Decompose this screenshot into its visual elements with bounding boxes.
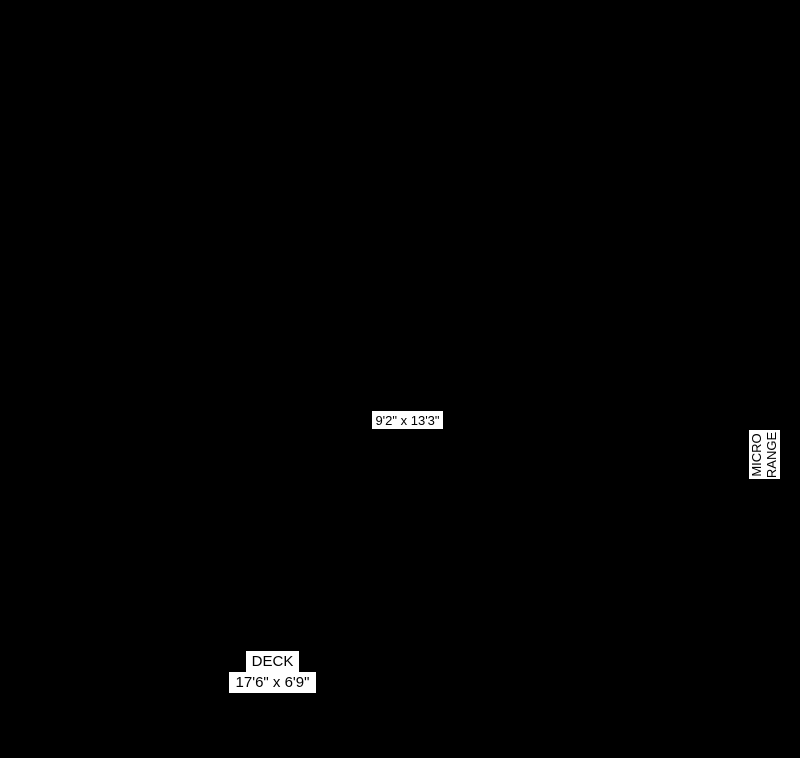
micro-label-line: MICRO bbox=[749, 432, 765, 477]
room-dimensions-text: 9'2" x 13'3" bbox=[375, 412, 440, 428]
deck-dimensions-label: 17'6" x 6'9" bbox=[229, 672, 316, 693]
micro-range-rotated-text: MICRO RANGE bbox=[750, 431, 780, 477]
deck-name-label: DECK bbox=[246, 651, 299, 672]
room-dimensions-label: 9'2" x 13'3" bbox=[372, 411, 443, 429]
micro-range-label: MICRO RANGE bbox=[749, 430, 780, 479]
deck-name-text: DECK bbox=[251, 653, 294, 670]
deck-dimensions-text: 17'6" x 6'9" bbox=[235, 674, 310, 691]
range-label-line: RANGE bbox=[764, 431, 780, 478]
